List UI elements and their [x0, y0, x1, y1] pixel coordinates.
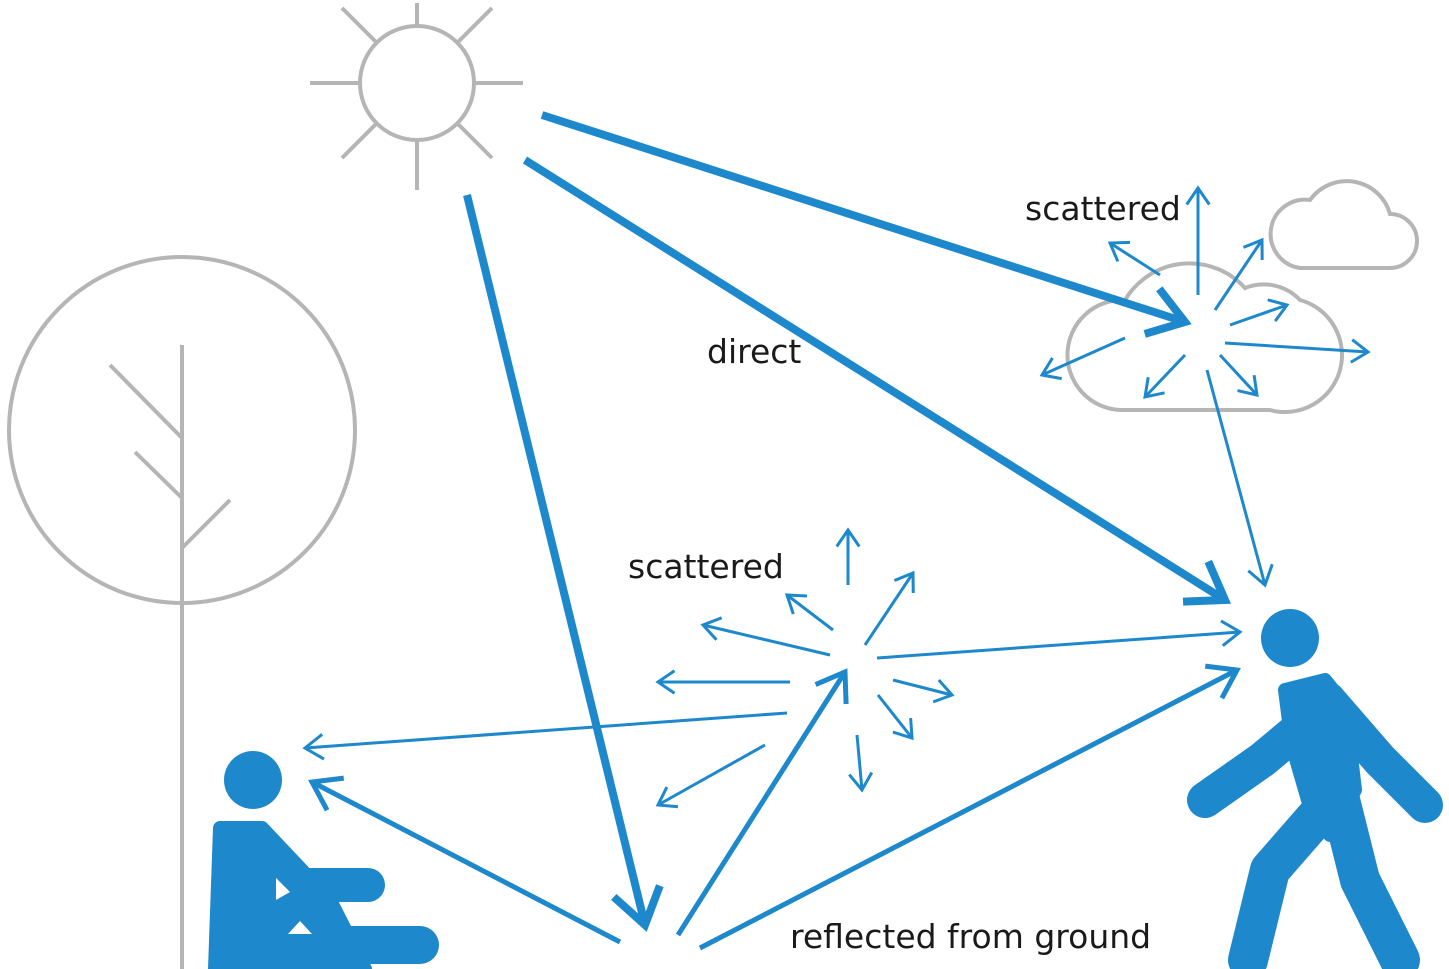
scattered-air-label: scattered [628, 547, 784, 586]
air-scatter-arrow [892, 678, 955, 704]
air-scatter-arrow [655, 743, 766, 809]
scattered-arrow-to-walker [876, 619, 1243, 660]
cloud-icon [1065, 261, 1345, 414]
air-scatter-arrow [863, 570, 915, 646]
air-scatter-arrow [784, 593, 834, 632]
sun-icon [310, 3, 523, 190]
small-cloud-icon [1268, 179, 1419, 270]
scattered-arrow-to-sitter [302, 711, 788, 761]
cloud-arrow-to-walker [1205, 369, 1274, 588]
cloud-scatter-arrow [1218, 353, 1259, 397]
air-scatter-arrow [848, 734, 874, 793]
direct-arrow-to-walker [522, 156, 1231, 606]
direct-arrow-to-cloud [540, 111, 1192, 338]
air-scatter-arrow [835, 527, 861, 585]
air-scatter-arrow [876, 694, 914, 741]
cloud-scatter-arrow [1185, 185, 1211, 295]
cloud-scatter-arrow [1224, 338, 1371, 364]
direct-arrow-to-ground [463, 194, 664, 932]
reflected-arrow-to-air [675, 668, 849, 937]
cloud-scatter-arrow [1229, 298, 1290, 327]
walking-person-icon [1187, 609, 1443, 969]
reflected-arrow-to-walker [698, 663, 1241, 951]
cloud-scatter-arrow [1213, 237, 1264, 311]
reflected-label: reflected from ground [790, 917, 1152, 956]
scattered-cloud-label: scattered [1025, 189, 1181, 228]
tree-icon [7, 255, 357, 969]
sitting-person-icon [208, 751, 439, 969]
cloud-scatter-arrow [1107, 240, 1161, 277]
direct-label: direct [707, 332, 802, 371]
air-scatter-arrow [655, 669, 790, 695]
reflected-arrow-to-sitter [308, 775, 622, 945]
cloud-scatter-arrow [1143, 353, 1187, 399]
air-scatter-arrow [700, 616, 831, 657]
cloud-scatter-arrow [1039, 336, 1126, 381]
radiation-arrows [302, 111, 1371, 951]
